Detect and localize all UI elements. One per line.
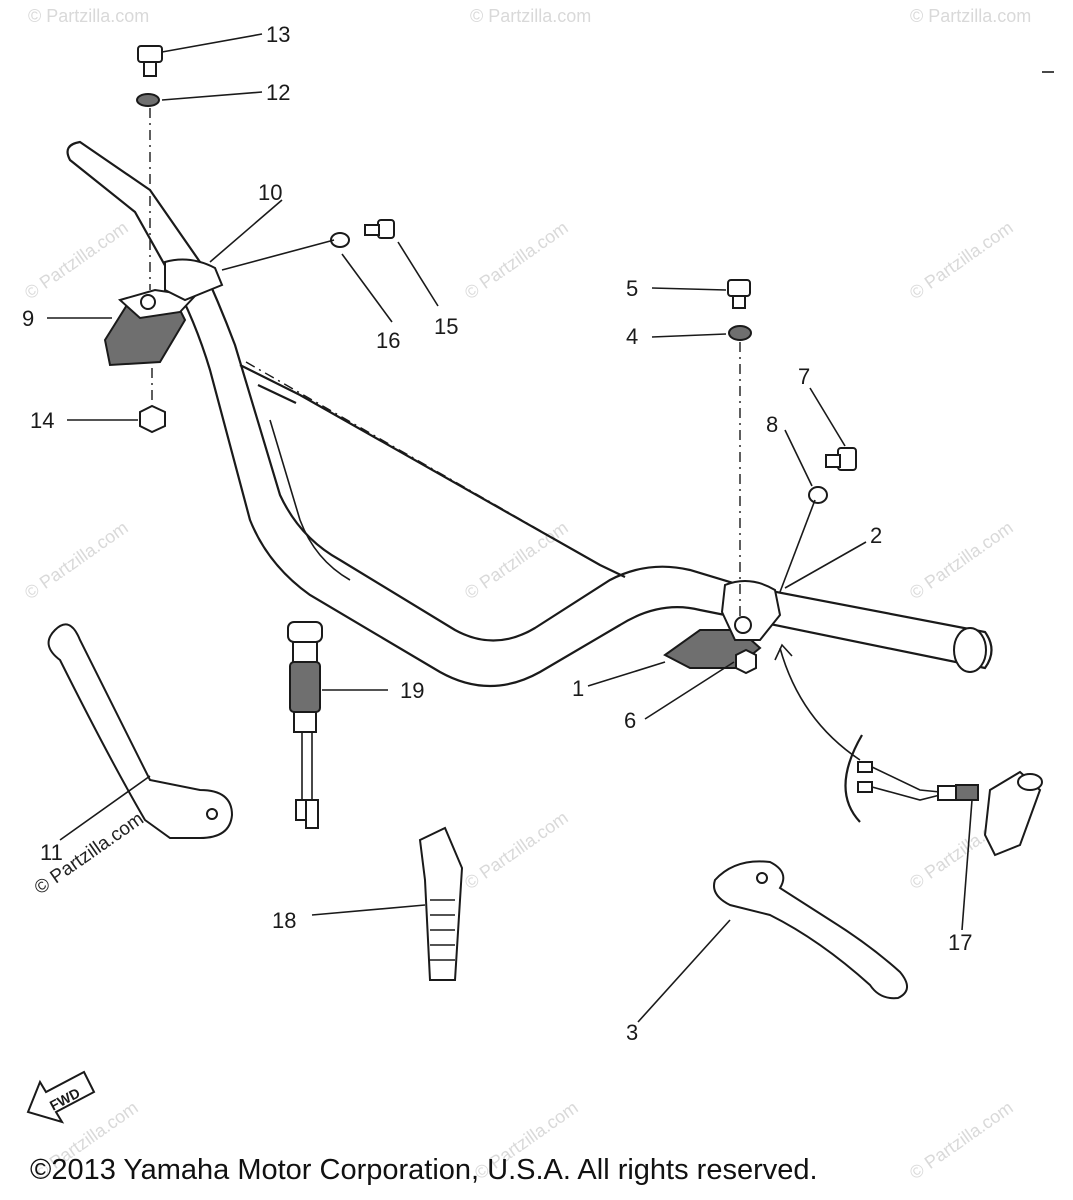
- callout-6: 6: [624, 708, 636, 733]
- watermark: © Partzilla.com: [21, 517, 132, 603]
- fasteners: [136, 45, 857, 675]
- leader-lines: [47, 33, 973, 1023]
- callout-15: 15: [434, 314, 458, 339]
- handlebar: [66, 140, 993, 687]
- watermark: © Partzilla.com: [28, 6, 149, 26]
- watermark: © Partzilla.com: [21, 217, 132, 303]
- watermark: © Partzilla.com: [906, 517, 1017, 603]
- callout-4: 4: [626, 324, 638, 349]
- callout-13: 13: [266, 22, 290, 47]
- watermark-layer: © Partzilla.com © Partzilla.com © Partzi…: [21, 6, 1031, 1183]
- handlebar-switch: [774, 643, 1043, 857]
- callout-19: 19: [400, 678, 424, 703]
- callout-2: 1: [572, 676, 584, 701]
- callout-10: 10: [258, 180, 282, 205]
- callout-labels: 2 1 3 4 5 6 7 8 9 10 11 12 13 14 15 16 1…: [22, 22, 972, 1045]
- left-handlebar-holder: [103, 258, 224, 367]
- assembly-lines: [149, 108, 816, 620]
- copyright-notice: ©2013 Yamaha Motor Corporation, U.S.A. A…: [30, 1154, 818, 1186]
- callout-17: 17: [948, 930, 972, 955]
- brake-lever: [713, 860, 908, 1000]
- right-handlebar-holder: [663, 580, 782, 669]
- callout-16: 16: [376, 328, 400, 353]
- watermark: © Partzilla.com: [470, 6, 591, 26]
- watermark: © Partzilla.com: [461, 217, 572, 303]
- watermark: © Partzilla.com: [910, 6, 1031, 26]
- callout-11: 11: [40, 840, 63, 865]
- engine-stop-switch: [287, 621, 323, 829]
- callout-7: 7: [798, 364, 810, 389]
- fwd-arrow-icon: FWD: [26, 1070, 96, 1124]
- callout-9: 9: [22, 306, 34, 331]
- watermark: © Partzilla.com: [906, 217, 1017, 303]
- callout-5: 5: [626, 276, 638, 301]
- callout-14: 14: [30, 408, 54, 433]
- callout-3: 3: [626, 1020, 638, 1045]
- watermark: © Partzilla.com: [461, 517, 572, 603]
- watermark: © Partzilla.com: [461, 807, 572, 893]
- callout-12: 12: [266, 80, 290, 105]
- callout-8: 8: [766, 412, 778, 437]
- cable-band: [418, 826, 464, 981]
- callout-18: 18: [272, 908, 296, 933]
- clutch-lever: [47, 623, 234, 839]
- callout-1: 2: [870, 523, 882, 548]
